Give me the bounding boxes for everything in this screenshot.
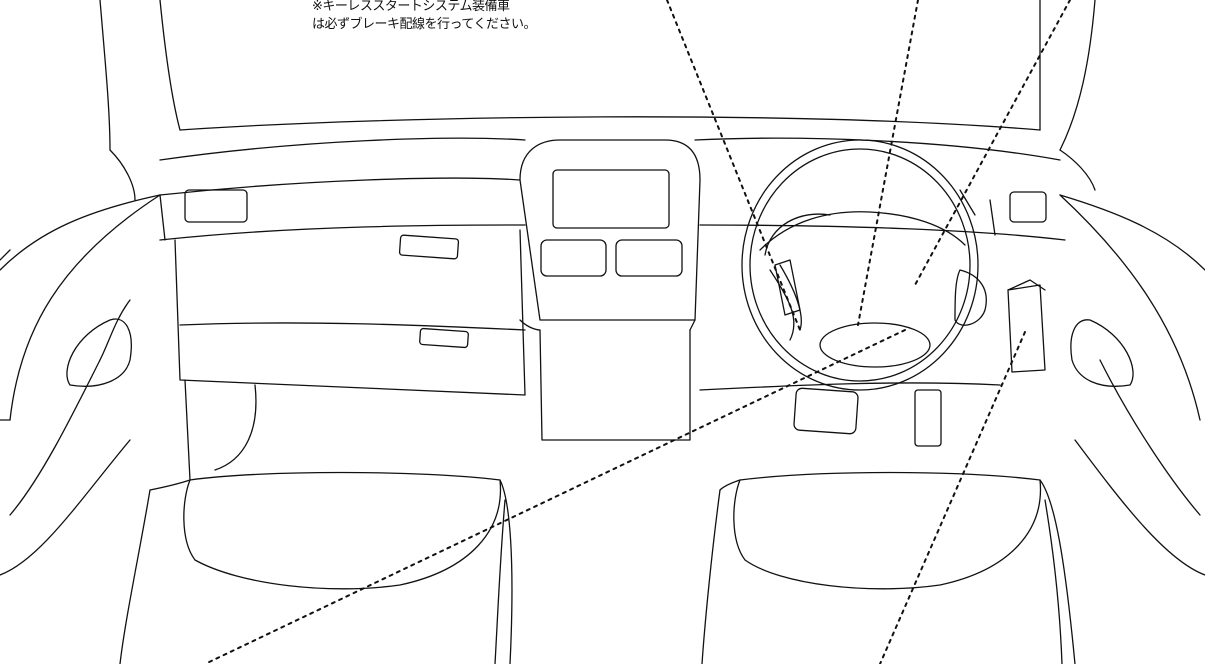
callout-lines bbox=[205, 0, 1070, 664]
dashboard-mid bbox=[160, 225, 525, 240]
console-display bbox=[553, 170, 669, 228]
left-seat bbox=[120, 473, 512, 665]
note-line-1: ※キーレススタートシステム装備車 bbox=[312, 0, 510, 14]
center-console bbox=[520, 140, 700, 440]
console-button-left bbox=[541, 240, 606, 276]
callout-line-2 bbox=[858, 0, 918, 325]
glove-box-handle bbox=[399, 235, 458, 259]
callout-line-3 bbox=[915, 0, 1070, 285]
right-door-panel bbox=[1060, 195, 1205, 575]
right-a-pillar bbox=[1040, 0, 1095, 190]
console-button-right bbox=[616, 240, 682, 276]
steering-wheel bbox=[742, 140, 986, 390]
steering-column-block bbox=[794, 388, 859, 434]
left-door-panel bbox=[0, 195, 165, 575]
left-vent bbox=[185, 190, 247, 222]
dashboard-crease bbox=[160, 178, 520, 195]
brake-pedal-bracket bbox=[915, 390, 941, 446]
glove-box-line bbox=[180, 323, 525, 330]
left-a-pillar bbox=[100, 0, 180, 200]
lower-dash bbox=[700, 383, 1000, 390]
left-footwell bbox=[215, 385, 256, 470]
module-box bbox=[1008, 285, 1045, 372]
callout-line-4 bbox=[205, 330, 905, 664]
brake-wiring-note: ※キーレススタートシステム装備車 は必ずブレーキ配線を行ってください。 bbox=[312, 0, 672, 34]
left-footwell-edge bbox=[185, 380, 190, 480]
glove-box bbox=[175, 230, 525, 395]
windshield-base bbox=[180, 117, 1040, 130]
callout-line-1 bbox=[667, 0, 800, 330]
note-line-2: は必ずブレーキ配線を行ってください。 bbox=[312, 17, 536, 32]
right-seat bbox=[702, 473, 1075, 665]
right-vent bbox=[1010, 192, 1046, 222]
dashboard-mid-right bbox=[700, 225, 1065, 240]
lower-latch bbox=[420, 328, 469, 347]
dashboard-upper bbox=[160, 138, 525, 160]
